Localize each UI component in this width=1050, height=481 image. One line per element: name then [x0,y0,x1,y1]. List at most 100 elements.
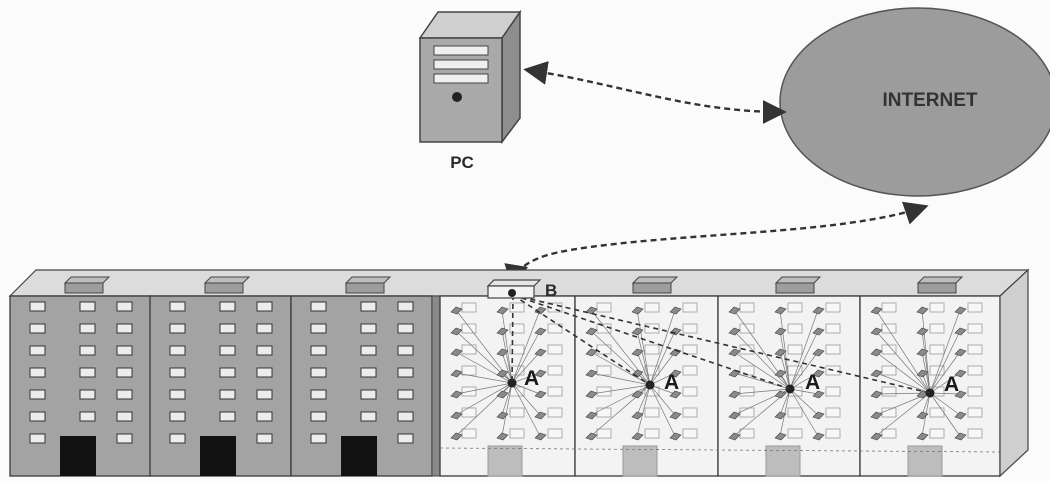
client-link [511,382,541,395]
client-device-icon [669,432,682,441]
window [169,301,186,312]
window [397,433,414,444]
client-device-icon [728,432,741,441]
roof-unit [631,276,679,284]
client-link [875,351,931,394]
window [825,344,841,355]
client-link [590,351,651,386]
window [682,386,698,397]
client-link [636,351,651,386]
window [169,433,186,444]
client-device-icon [450,411,463,420]
window [644,323,660,334]
window [256,433,273,444]
door [622,445,658,477]
networked-building [717,276,861,477]
client-device-icon [585,411,598,420]
plain-building [149,276,292,477]
window [547,344,563,355]
client-link [789,309,819,390]
window [929,407,945,418]
internet-label: INTERNET [883,90,978,111]
window [461,302,477,313]
window [825,386,841,397]
client-link [779,330,791,390]
client-device-icon [496,327,509,336]
client-device-icon [585,390,598,399]
window [461,428,477,439]
window [219,301,236,312]
client-device-icon [669,306,682,315]
client-device-icon [870,327,883,336]
window [310,389,327,400]
client-link [455,382,513,395]
window [929,323,945,334]
client-link [501,330,513,384]
window [79,301,96,312]
client-device-icon [450,348,463,357]
window [929,344,945,355]
client-link [501,351,513,384]
window [682,428,698,439]
window [116,389,133,400]
pc-label: PC [450,153,474,172]
client-link [875,372,931,394]
window [682,302,698,313]
client-device-icon [496,348,509,357]
client-link [649,309,676,386]
client-link [511,382,541,416]
window [360,323,377,334]
window [219,411,236,422]
client-device-icon [812,327,825,336]
client-link [789,330,819,390]
client-device-icon [774,369,787,378]
client-device-icon [812,306,825,315]
client-link [779,388,791,416]
roof-unit [774,276,822,284]
window [29,389,46,400]
networked-building [859,276,1001,477]
client-device-icon [669,369,682,378]
window [509,302,525,313]
window [256,411,273,422]
client-link [875,392,931,437]
window [116,411,133,422]
client-device-icon [728,411,741,420]
window [310,345,327,356]
window [219,323,236,334]
client-link [779,351,791,390]
client-link [455,351,513,384]
window [79,345,96,356]
window [881,323,897,334]
door [341,436,377,476]
window [596,365,612,376]
roof-unit [916,276,964,284]
client-device-icon [728,327,741,336]
window [29,367,46,378]
client-device-icon [774,432,787,441]
client-device-icon [728,390,741,399]
window [547,386,563,397]
client-device-icon [496,432,509,441]
door [200,436,236,476]
window [644,365,660,376]
client-device-icon [916,306,929,315]
client-device-icon [534,306,547,315]
door [907,445,943,477]
client-device-icon [954,432,967,441]
client-link [636,384,651,416]
window [739,302,755,313]
window [256,323,273,334]
client-link [779,309,791,390]
window [967,302,983,313]
window [461,365,477,376]
client-device-icon [496,369,509,378]
window [360,389,377,400]
window [739,428,755,439]
window [310,367,327,378]
networked-building [439,295,576,477]
door [60,436,96,476]
pc-tower-icon [418,9,522,145]
client-device-icon [534,348,547,357]
backbone-link [512,294,651,386]
